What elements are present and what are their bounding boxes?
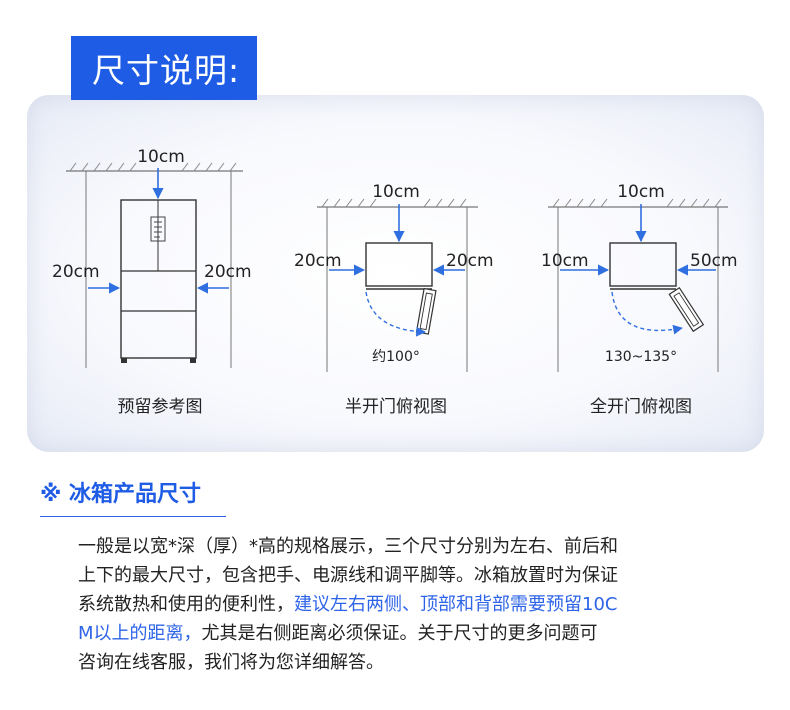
half-top-label: 10cm — [372, 182, 420, 202]
clearance-highlight: 建议左右两侧、顶部和背部需要预留10C — [294, 594, 618, 615]
paragraph-text: 系统散热和使用的便利性， — [78, 594, 294, 615]
paragraph-line-4: M以上的距离，尤其是右侧距离必须保证。关于尺寸的更多问题可 — [78, 619, 748, 648]
reference-diagram: 10cm 20cm 20cm — [52, 147, 252, 368]
caption-reference: 预留参考图 — [117, 397, 203, 417]
ref-top-label: 10cm — [137, 147, 185, 167]
paragraph-line-2: 上下的最大尺寸，包含把手、电源线和调平脚等。冰箱放置时为保证 — [78, 565, 618, 586]
full-top-label: 10cm — [617, 182, 665, 202]
section-title: ※ 冰箱产品尺寸 — [40, 482, 202, 507]
half-left-label: 20cm — [294, 251, 342, 271]
paragraph-line-3: 系统散热和使用的便利性，建议左右两侧、顶部和背部需要预留10C — [78, 590, 748, 619]
ref-left-label: 20cm — [52, 262, 100, 282]
caption-half-open: 半开门俯视图 — [345, 397, 447, 417]
half-right-label: 20cm — [446, 251, 494, 271]
full-angle-label: 130~135° — [605, 349, 677, 365]
half-angle-label: 约100° — [372, 349, 420, 365]
ref-right-label: 20cm — [204, 262, 252, 282]
caption-full-open: 全开门俯视图 — [590, 397, 692, 417]
size-description: 一般是以宽*深（厚）*高的规格展示，三个尺寸分别为左右、前后和 上下的最大尺寸，… — [78, 532, 748, 677]
diagram-panel — [27, 95, 764, 452]
full-right-label: 50cm — [690, 251, 738, 271]
page-title: 尺寸说明: — [71, 36, 257, 100]
paragraph-text: 尤其是右侧距离必须保证。关于尺寸的更多问题可 — [201, 623, 598, 644]
clearance-diagrams: 10cm 20cm 20cm 10cm 20cm 20cm 约1 — [52, 147, 738, 372]
full-open-diagram: 10cm 10cm 50cm 130~135° — [541, 182, 738, 372]
clearance-highlight-cont: M以上的距离， — [78, 623, 202, 644]
paragraph-line-5: 咨询在线客服，我们将为您详细解答。 — [78, 652, 384, 673]
paragraph-line-1: 一般是以宽*深（厚）*高的规格展示，三个尺寸分别为左右、前后和 — [78, 536, 618, 557]
full-left-label: 10cm — [541, 251, 589, 271]
section-divider — [40, 516, 226, 517]
half-open-diagram: 10cm 20cm 20cm 约100° — [294, 182, 494, 372]
